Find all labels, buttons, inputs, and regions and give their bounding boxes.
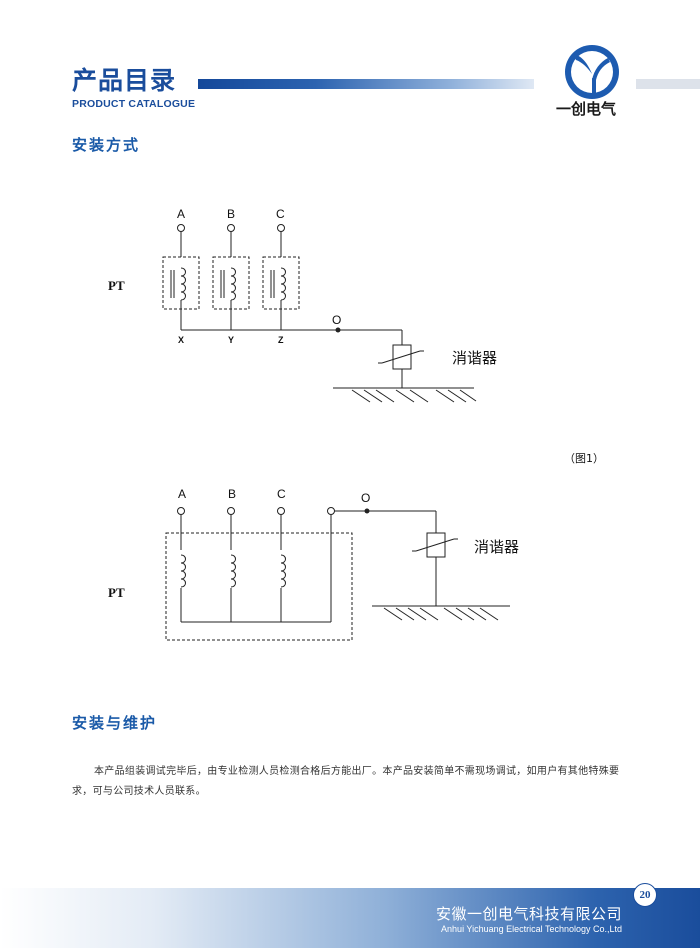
fig2-phase-b-label: B (228, 487, 236, 501)
fig1-neutral-y-label: Y (228, 335, 234, 345)
section-title-installation-maintenance: 安装与维护 (72, 714, 158, 732)
section-title-installation: 安装方式 (72, 136, 141, 154)
fig1-phase-c-label: C (276, 207, 285, 221)
footer-company-en: Anhui Yichuang Electrical Technology Co.… (441, 924, 622, 934)
footer-company-cn: 安徽一创电气科技有限公司 (435, 905, 622, 923)
logo-text: 一创电气 (555, 100, 616, 118)
company-logo-icon (565, 45, 619, 99)
page-number: 20 (633, 883, 657, 907)
fig1-device-label: 消谐器 (452, 349, 497, 367)
fig2-pt-label: PT (108, 585, 125, 600)
fig2-node-o-label: O (361, 491, 370, 505)
page-subtitle: PRODUCT CATALOGUE (72, 98, 196, 110)
header-gray-bar (636, 79, 700, 89)
fig1-neutral-x-label: X (178, 335, 184, 345)
fig1-pt-label: PT (108, 278, 125, 293)
fig1-phase-b-label: B (227, 207, 235, 221)
fig1-neutral-z-label: Z (278, 335, 284, 345)
footer-gradient-band (0, 888, 700, 948)
fig2-phase-a-label: A (178, 487, 186, 501)
fig2-device-label: 消谐器 (474, 538, 519, 556)
figure-1-diagram: A B C (108, 207, 604, 465)
figure-1-caption: （图1） (564, 452, 604, 465)
maintenance-paragraph: 本产品组装调试完毕后，由专业检测人员检测合格后方能出厂。本产品安装简单不需现场调… (72, 766, 620, 797)
fig1-phase-a-label: A (177, 207, 185, 221)
figure-2-diagram: A B C O PT (108, 487, 519, 641)
page-title: 产品目录 (72, 66, 177, 95)
fig2-phase-c-label: C (277, 487, 286, 501)
fig1-node-o-label: O (332, 313, 341, 327)
header-gradient-bar (198, 79, 534, 89)
